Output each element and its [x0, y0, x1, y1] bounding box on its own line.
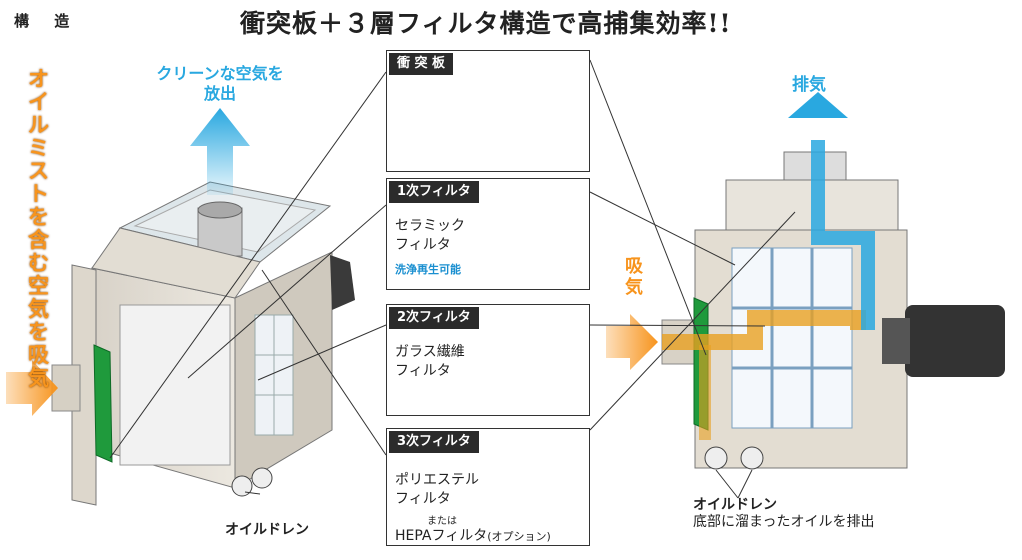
right-drain-title: オイルドレン — [693, 497, 777, 513]
panel-hepa: HEPAフィルタ(オプション) — [395, 525, 551, 545]
right-drain-2 — [740, 446, 764, 470]
right-oil-flow — [662, 310, 866, 350]
panel-line2: フィルタ — [395, 237, 451, 253]
clean-air-line2: 放出 — [203, 84, 236, 103]
left-intake-label: オイルミストを含む空気を吸気 — [28, 67, 49, 390]
panel-line2: フィルタ — [395, 363, 451, 379]
panel-option: (オプション) — [487, 530, 551, 543]
right-drain-desc: 底部に溜まったオイルを排出 — [693, 514, 875, 530]
panel-hepa-text: HEPAフィルタ — [395, 528, 488, 544]
right-collector-unit — [606, 92, 1005, 470]
left-motor — [330, 255, 355, 310]
left-drain-2 — [251, 467, 273, 489]
panel-tag: 2次フィルタ — [389, 307, 479, 329]
panel-tertiary-filter: 3次フィルタ ポリエステル フィルタ または HEPAフィルタ(オプション) — [386, 428, 590, 546]
panel-tag: 衝 突 板 — [389, 53, 454, 75]
right-air-flow — [811, 140, 875, 330]
panel-line1: ガラス繊維 — [395, 344, 465, 360]
panel-tag: 1次フィルタ — [389, 181, 479, 203]
clean-air-line1: クリーンな空気を — [156, 64, 284, 83]
panel-line1: ポリエステル — [395, 472, 479, 488]
left-window-frame — [119, 304, 231, 466]
right-exhaust-arrow — [788, 92, 848, 118]
left-drain-label: オイルドレン — [225, 522, 309, 538]
left-collector-unit — [6, 108, 355, 506]
panel-tag: 3次フィルタ — [389, 431, 479, 453]
panel-line1: セラミック — [395, 218, 465, 234]
left-green-impact-plate — [93, 344, 113, 463]
clean-air-label: クリーンな空気を 放出 — [140, 64, 300, 104]
panel-secondary-filter: 2次フィルタ ガラス繊維 フィルタ — [386, 304, 590, 416]
headline: 衝突板＋３層フィルタ構造で高捕集効率!! — [240, 9, 732, 38]
panel-line2: フィルタ — [395, 491, 451, 507]
left-door — [71, 264, 97, 506]
right-drain-label: オイルドレン 底部に溜まったオイルを排出 — [693, 497, 874, 531]
panel-impact-plate: 衝 突 板 — [386, 50, 590, 172]
panel-or: または — [427, 516, 457, 527]
exhaust-label: 排気 — [792, 75, 826, 95]
left-intake-arrow — [6, 360, 58, 416]
right-drain-1 — [704, 446, 728, 470]
right-motor — [905, 305, 1005, 377]
section-label: 構 造 — [14, 12, 80, 30]
left-exhaust-arrow — [190, 108, 250, 195]
leader-lines — [109, 59, 796, 499]
right-intake-label: 吸気 — [625, 256, 643, 298]
left-drain-1 — [231, 475, 253, 497]
right-intake-arrow — [606, 314, 658, 370]
panel-primary-filter: 1次フィルタ セラミック フィルタ 洗浄再生可能 — [386, 178, 590, 290]
panel-note: 洗浄再生可能 — [395, 263, 461, 276]
